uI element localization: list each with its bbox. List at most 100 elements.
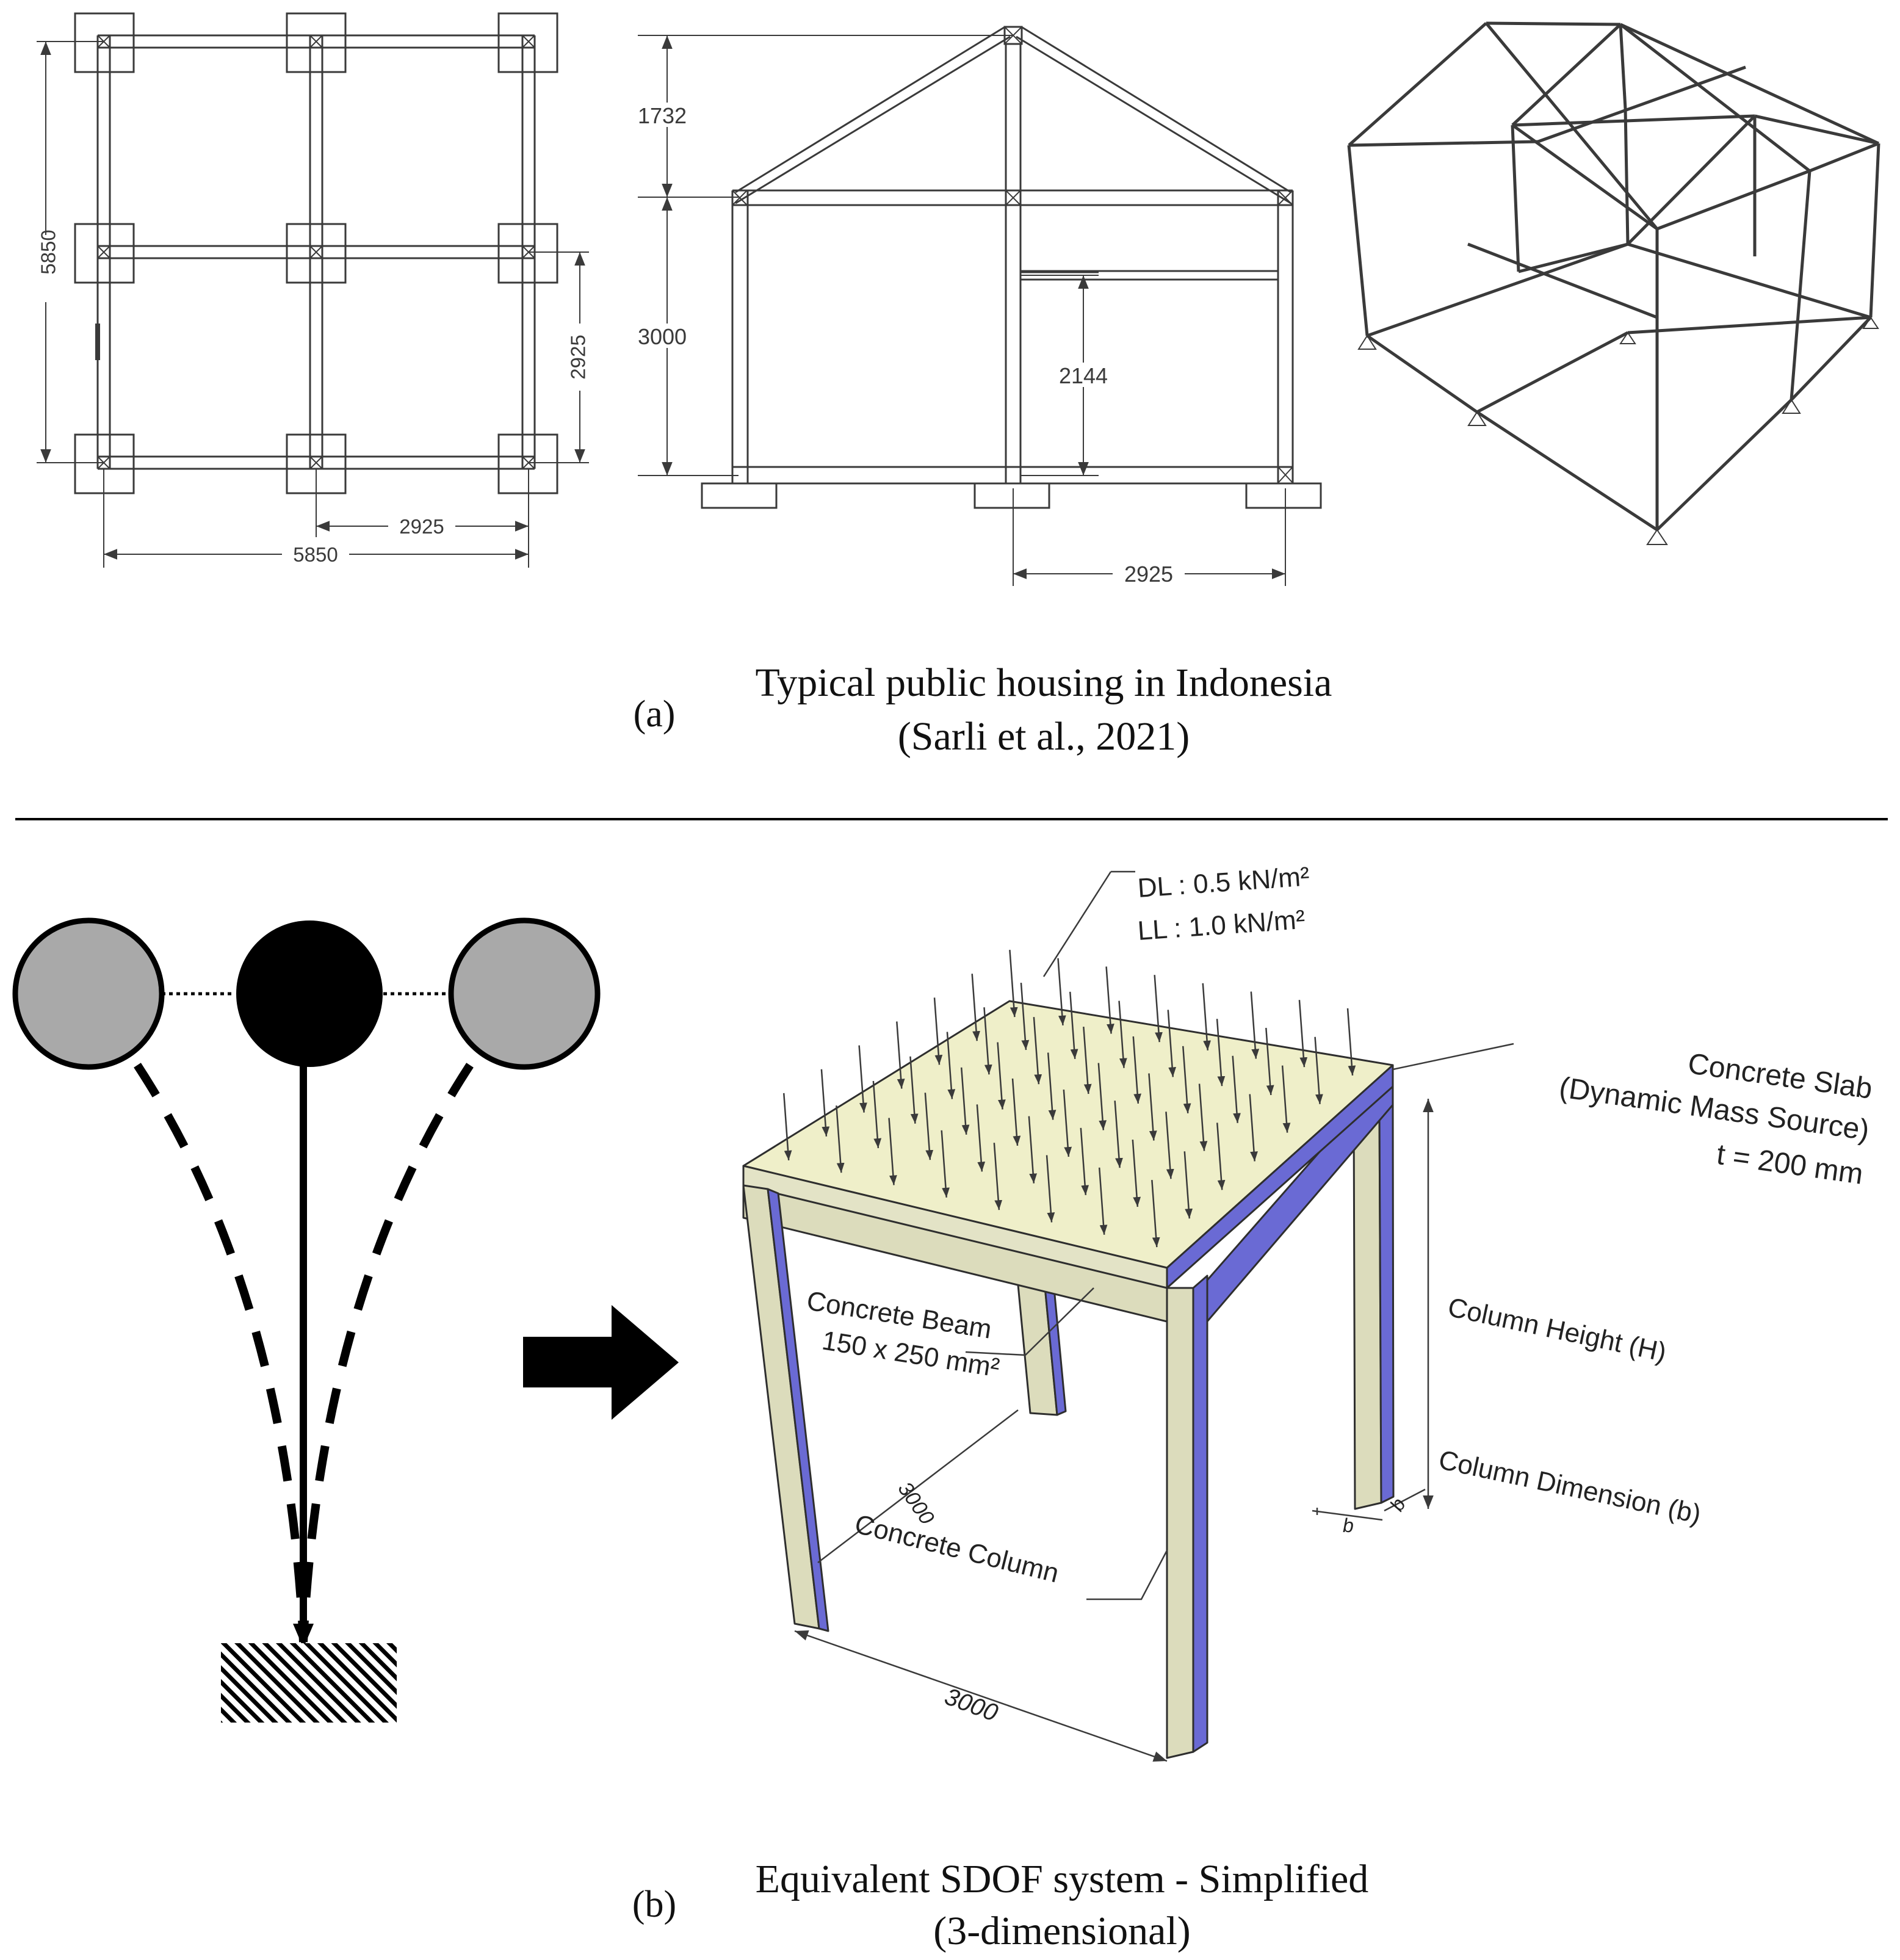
panel-b-caption-line2: (3-dimensional) (933, 1909, 1191, 1953)
wireframe-model (1347, 21, 1880, 532)
load-arrow (888, 1118, 897, 1185)
distributed-load-arrows (782, 950, 1356, 1248)
elevation-view (638, 26, 1322, 586)
load-arrow (782, 1093, 792, 1160)
load-dl: DL : 0.5 kN/m² (1136, 861, 1310, 903)
load-arrow (997, 1042, 1006, 1110)
sdof-model (12, 917, 601, 1723)
sdof-column-tip-icon (293, 1624, 314, 1648)
plan-dim-bottom-full: 5850 (293, 543, 338, 566)
front-right-column (1166, 1287, 1194, 1759)
elevation-dim-roof: 1732 (638, 103, 687, 128)
load-arrow (872, 1080, 882, 1149)
load-arrow (1298, 1000, 1308, 1068)
frame-leaders (794, 870, 1514, 1762)
load-arrow (933, 997, 943, 1065)
load-arrow (1105, 966, 1114, 1034)
load-arrow (820, 1069, 830, 1137)
load-arrow (1216, 1019, 1226, 1087)
load-arrow (1249, 1094, 1258, 1162)
load-arrow (1009, 950, 1018, 1018)
load-arrow (1057, 958, 1066, 1025)
load-arrow (1148, 1073, 1157, 1141)
right-column (1353, 1107, 1382, 1510)
load-arrow (1132, 1036, 1142, 1104)
sdof-mass-center (236, 920, 383, 1067)
load-arrow (1033, 1017, 1042, 1085)
slab-label-line3: t = 200 mm (1714, 1138, 1865, 1191)
column-dimension-label: Column Dimension (b) (1436, 1445, 1703, 1530)
dim-b-depth: b (1385, 1494, 1410, 1514)
load-arrow (1047, 1052, 1057, 1120)
plan-dim-left: 5850 (37, 230, 60, 274)
load-arrow (1080, 1127, 1089, 1195)
wireframe-supports (1357, 316, 1879, 545)
load-arrow (1154, 975, 1163, 1043)
load-arrow (960, 1067, 970, 1135)
column-height-label: Column Height (H) (1445, 1292, 1669, 1368)
load-arrow (1167, 1010, 1176, 1077)
load-arrow (941, 1130, 950, 1198)
dim-b-width: b (1343, 1514, 1354, 1536)
load-arrow (896, 1021, 905, 1089)
plan-columns (98, 35, 535, 469)
load-arrow (993, 1143, 1003, 1210)
load-arrow (1046, 1155, 1055, 1223)
load-arrow (1097, 1063, 1107, 1130)
load-arrow (1028, 1116, 1038, 1184)
load-arrow (924, 1093, 934, 1160)
load-arrow (946, 1032, 956, 1099)
sdof-mass-left (12, 917, 165, 1070)
panel-b-caption-line1: Equivalent SDOF system - Simplified (756, 1857, 1369, 1901)
sdof-fixed-support (221, 1643, 397, 1723)
plan-dimensions (37, 41, 589, 568)
load-arrow (1069, 991, 1078, 1059)
load-arrow (1314, 1036, 1323, 1104)
load-arrow (1182, 1046, 1191, 1113)
elevation-dim-bottom: 2925 (1124, 562, 1173, 587)
load-arrow (1216, 1123, 1226, 1190)
load-arrow (1265, 1027, 1274, 1096)
load-arrow (976, 1104, 986, 1172)
plan-view (37, 12, 589, 568)
panel-b-label: (b) (632, 1884, 676, 1925)
load-arrow (1165, 1112, 1174, 1179)
elevation-dim-opening: 2144 (1059, 363, 1108, 388)
elevation-footings (701, 482, 1322, 509)
load-arrow (983, 1007, 992, 1075)
load-arrow (1346, 1008, 1356, 1076)
sdof-mass-right (448, 917, 601, 1070)
load-arrow (1232, 1055, 1241, 1123)
elevation-frame (731, 44, 1294, 485)
load-arrow (1250, 991, 1260, 1059)
plan-dim-bottom-half: 2925 (399, 515, 444, 538)
plan-dim-right: 2925 (567, 335, 590, 379)
elevation-dimensions (638, 35, 1286, 586)
panel-a-caption-line1: Typical public housing in Indonesia (756, 660, 1332, 705)
load-arrow (1151, 1180, 1160, 1248)
concrete-slab-side-edge (1166, 1064, 1394, 1289)
load-arrow (858, 1045, 867, 1113)
load-arrow (1198, 1083, 1208, 1151)
load-arrow (1063, 1089, 1072, 1157)
load-arrow (1183, 1151, 1193, 1219)
load-arrow (971, 974, 980, 1041)
load-arrow (1132, 1139, 1141, 1207)
load-arrow (1098, 1167, 1108, 1235)
sdof-deflected-left (134, 1063, 308, 1643)
column-label: Concrete Column (852, 1509, 1062, 1588)
sdof-deflected-right (299, 1063, 474, 1643)
load-arrow (1011, 1078, 1021, 1146)
load-arrow (1114, 1101, 1123, 1168)
load-arrow (1020, 982, 1030, 1051)
frame-3d (742, 1000, 1395, 1759)
load-arrow (1202, 983, 1211, 1051)
load-arrow (909, 1056, 919, 1124)
plan-footings (74, 12, 558, 494)
panel-a-label: (a) (634, 693, 676, 735)
load-arrow (1118, 1000, 1127, 1068)
load-arrow (1281, 1065, 1291, 1133)
elevation-dim-wall: 3000 (638, 324, 687, 349)
load-arrow (836, 1105, 845, 1173)
